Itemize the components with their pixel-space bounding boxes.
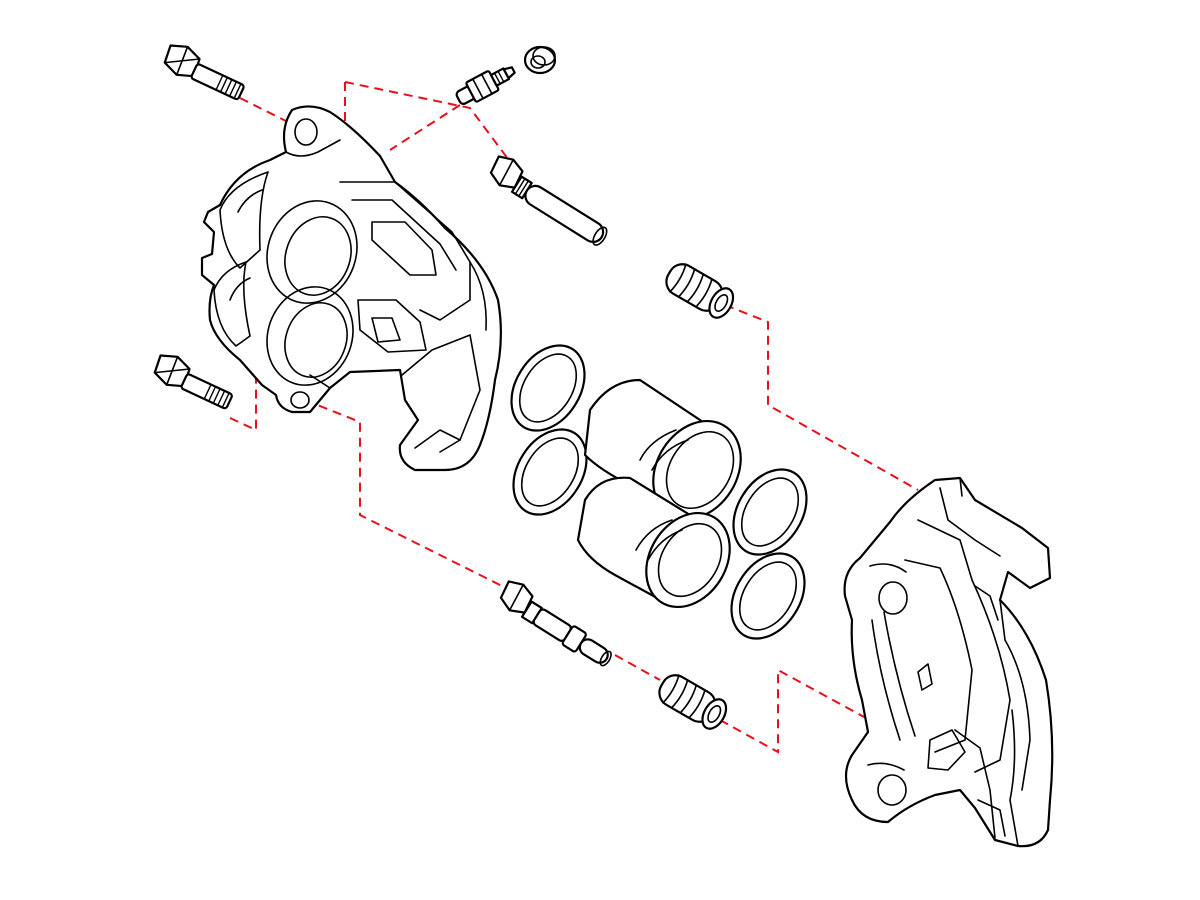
leader-bleeder-valve xyxy=(389,104,461,151)
upper-mounting-bolt xyxy=(163,44,245,101)
lower-mounting-bolt xyxy=(153,354,233,410)
upper-left-piston-seal xyxy=(510,344,586,432)
upper-guide-pin xyxy=(489,155,608,246)
leader-lower-boot-pin xyxy=(614,654,661,681)
lower-guide-pin xyxy=(499,580,612,667)
lower-piston xyxy=(576,476,731,609)
upper-right-piston-seal xyxy=(732,468,808,556)
leader-upper-bolt xyxy=(239,97,293,125)
bleeder-cap xyxy=(523,45,557,75)
caliper-bracket xyxy=(843,476,1054,848)
leader-upper-boot xyxy=(724,304,919,491)
lower-right-piston-seal xyxy=(730,552,806,640)
upper-dust-boot xyxy=(665,263,735,319)
lower-dust-boot xyxy=(658,674,728,730)
lower-left-piston-seal xyxy=(512,428,588,516)
upper-piston xyxy=(583,378,742,522)
caliper-housing xyxy=(200,105,502,472)
leader-lower-bolt xyxy=(229,368,257,432)
leader-lower-guide-pin xyxy=(304,399,511,591)
leader-lower-boot xyxy=(719,668,867,754)
bleeder-valve xyxy=(455,66,516,105)
